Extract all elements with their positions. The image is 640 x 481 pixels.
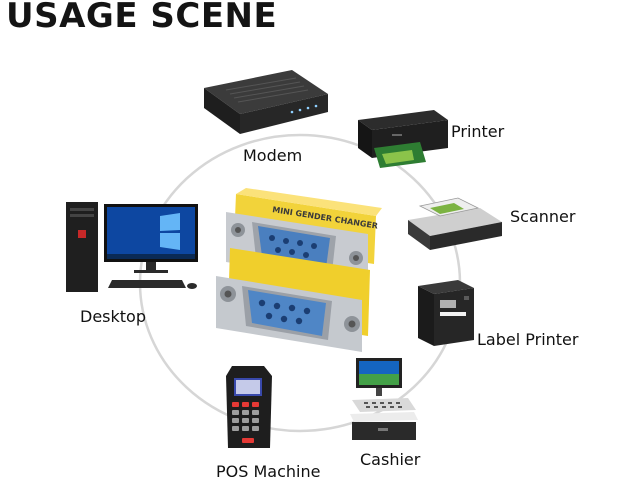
printer-image — [358, 110, 448, 168]
cashier-image — [350, 358, 418, 440]
scanner-label: Scanner — [510, 207, 576, 226]
cashier-label: Cashier — [360, 450, 421, 469]
pos-machine-image — [226, 366, 272, 448]
modem-label: Modem — [243, 146, 303, 165]
printer-label: Printer — [451, 122, 505, 141]
pos-machine-label: POS Machine — [216, 462, 321, 481]
modem-image — [204, 70, 328, 134]
desktop-label: Desktop — [80, 307, 146, 326]
desktop-image — [66, 202, 198, 292]
scanner-image — [408, 197, 502, 250]
page-title: USAGE SCENE — [6, 0, 278, 36]
label-printer-image — [418, 280, 474, 346]
db9-gender-changer-image: MINI GENDER CHANGER — [216, 188, 382, 352]
label-printer-label: Label Printer — [477, 330, 579, 349]
